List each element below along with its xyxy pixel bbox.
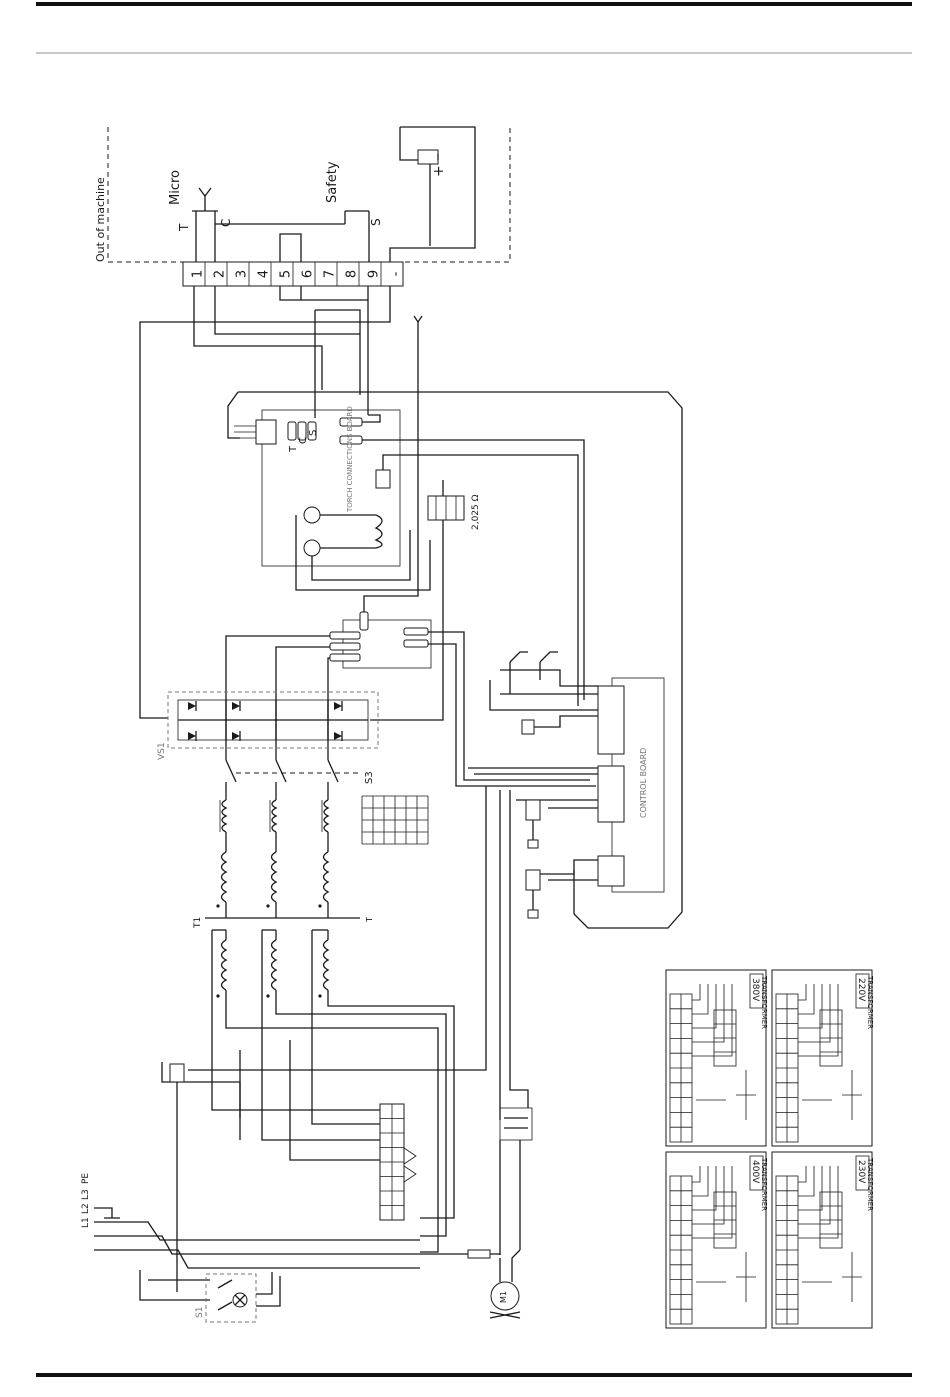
- out-of-machine-region: Out of machine Micro T C Safety S: [94, 127, 510, 262]
- lower-terminal-block: [380, 1104, 416, 1220]
- choke-coil: [216, 800, 226, 918]
- mains-l3: L3: [81, 1189, 91, 1200]
- transformer-t1: T1 T: [193, 917, 374, 1000]
- transformer-winding: [262, 930, 276, 1000]
- torch-pin-c: C: [298, 437, 309, 444]
- micro-label: Micro: [168, 170, 183, 205]
- terminal-4: 4: [257, 270, 272, 278]
- terminal-5: 5: [279, 270, 294, 278]
- torch-pin-s: S: [308, 430, 319, 436]
- out-of-machine-label: Out of machine: [94, 177, 107, 262]
- mains-l1: L1: [81, 1217, 91, 1228]
- safety-pin-s: S: [369, 218, 383, 226]
- diode: [188, 731, 196, 741]
- mains-pe: PE: [81, 1173, 91, 1184]
- diode: [334, 701, 342, 711]
- panel-title: TRANSFORMER: [760, 1157, 768, 1211]
- terminal-2: 2: [213, 270, 228, 278]
- diode: [232, 731, 240, 741]
- diode: [188, 701, 196, 711]
- panel-voltage: 400V: [750, 1160, 760, 1184]
- torch-pin-t: T: [288, 445, 299, 453]
- bottom-rule: [36, 1373, 912, 1377]
- panel-voltage: 230V: [856, 1160, 866, 1184]
- control-board-label: CONTROL BOARD: [639, 748, 648, 818]
- choke-coils: [216, 800, 328, 918]
- lower-wiring: M1: [162, 786, 532, 1318]
- top-rule: [36, 2, 912, 6]
- rectifier-vs1: VS1: [157, 692, 378, 760]
- panel-title: TRANSFORMER: [866, 1157, 874, 1211]
- safety-label: Safety: [325, 161, 340, 203]
- panel-voltage: 220V: [856, 978, 866, 1002]
- probe-plus: +: [431, 165, 447, 177]
- switch-table: [362, 796, 428, 844]
- terminal-7: 7: [323, 270, 338, 278]
- strip-wiring: [140, 286, 422, 718]
- panel-title: TRANSFORMER: [866, 975, 874, 1029]
- mains-l2: L2: [81, 1203, 91, 1214]
- choke-coil: [318, 800, 328, 918]
- terminal-3: 3: [235, 270, 250, 278]
- s1-label: S1: [195, 1307, 205, 1318]
- transformer-winding: [312, 930, 328, 1000]
- terminal-10: -: [389, 271, 404, 276]
- choke-coil: [266, 800, 276, 918]
- safety-switch: Safety S: [215, 161, 383, 262]
- terminal-8: 8: [345, 270, 360, 278]
- transformer-label: T1: [193, 917, 203, 929]
- s3-label: S3: [364, 771, 375, 784]
- rectifier-label: VS1: [157, 742, 167, 760]
- control-board: CONTROL BOARD: [468, 652, 664, 918]
- torch-board-label: TORCH CONNECTIONS BOARD: [346, 406, 354, 513]
- switch-s3: S3: [226, 760, 375, 800]
- transformer-winding: [212, 930, 226, 1000]
- panel-title: TRANSFORMER: [760, 975, 768, 1029]
- diode: [334, 731, 342, 741]
- probe-connector: +: [390, 127, 475, 262]
- panel-voltage: 380V: [750, 978, 760, 1002]
- terminal-1: 1: [191, 270, 206, 278]
- resistor-label: 2,025 Ω: [471, 494, 481, 530]
- motor-label: M1: [499, 1291, 508, 1303]
- diode: [232, 701, 240, 711]
- terminal-9: 9: [367, 270, 382, 278]
- mains-input: L1 L2 L3 PE S1: [81, 1173, 420, 1322]
- torch-connections-board: T C S TORCH CONNECTIONS BOARD 2,025 Ω: [228, 392, 682, 928]
- micro-pin-c: C: [219, 219, 233, 227]
- terminal-6: 6: [301, 270, 316, 278]
- micro-switch: Micro T C: [168, 170, 233, 262]
- relay-block: [226, 612, 596, 786]
- micro-pin-t: T: [177, 223, 191, 232]
- t1-mark: T: [365, 917, 374, 923]
